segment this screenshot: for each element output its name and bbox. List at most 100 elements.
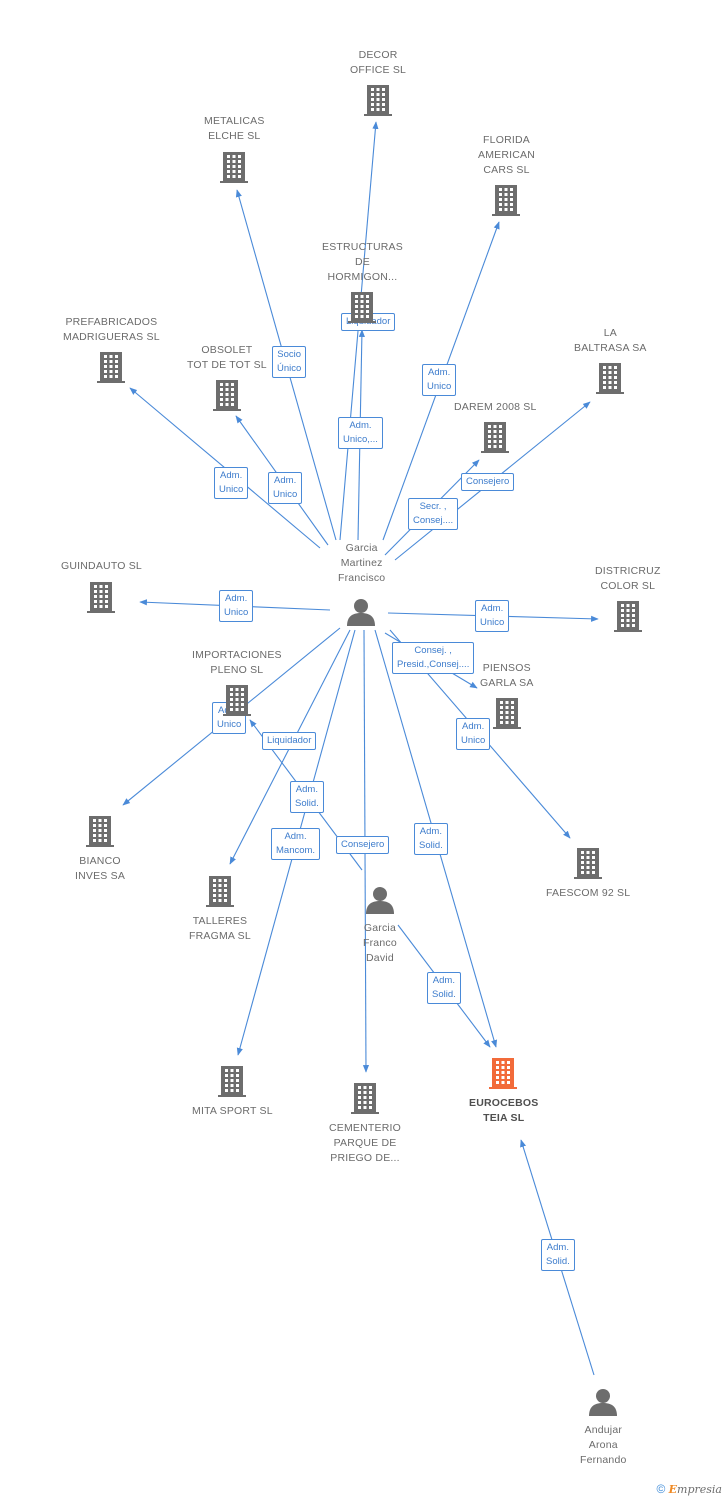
- building-icon: [574, 848, 602, 879]
- edge-label-faescom[interactable]: Adm.Unico: [456, 718, 491, 750]
- building-icon-decor[interactable]: [363, 83, 393, 117]
- person-icon-david[interactable]: [365, 885, 395, 915]
- node-label-line: IMPORTACIONES: [192, 649, 282, 661]
- node-label-line: HORMIGON...: [327, 271, 398, 283]
- edge-label-mita[interactable]: Adm.Mancom.: [271, 828, 321, 860]
- edge-label-obsolet[interactable]: Adm. Unico: [268, 472, 303, 504]
- edge-label-eurocebos[interactable]: Adm.Solid.: [414, 823, 448, 855]
- building-icon-mita[interactable]: [217, 1064, 247, 1098]
- node-label-line: Francisco: [338, 572, 386, 584]
- person-icon-francisco[interactable]: [346, 597, 376, 627]
- node-label-darem[interactable]: DAREM 2008 SL: [454, 400, 537, 415]
- person-icon-fernando[interactable]: [588, 1387, 618, 1417]
- node-label-faescom[interactable]: FAESCOM 92 SL: [546, 886, 630, 901]
- edge-label-eurocebos[interactable]: Adm.Solid.: [541, 1239, 575, 1271]
- node-label-guindauto[interactable]: GUINDAUTO SL: [61, 559, 142, 574]
- building-icon-florida[interactable]: [491, 183, 521, 217]
- edge-label-districruz[interactable]: Adm.Unico: [475, 600, 510, 632]
- empresia-logo[interactable]: Empresia: [669, 1483, 722, 1496]
- edge-label-darem[interactable]: Consejero: [461, 473, 515, 491]
- edge-label-line: Unico: [217, 719, 242, 730]
- edge-label-eurocebos[interactable]: Adm.Solid.: [427, 972, 461, 1004]
- edge-label-importaciones[interactable]: Liquidador: [262, 732, 317, 750]
- node-label-line: TOT DE TOT SL: [187, 359, 267, 371]
- edge-label-florida[interactable]: Adm.Unico: [422, 364, 457, 396]
- building-icon: [97, 352, 125, 383]
- edge-label-line: Unico: [273, 489, 298, 500]
- edge-label-line: Consej....: [413, 515, 454, 526]
- edge-label-cementerio[interactable]: Consejero: [336, 836, 390, 854]
- node-label-line: ELCHE SL: [208, 130, 261, 142]
- node-label-line: LA: [603, 327, 617, 339]
- node-label-line: GARLA SA: [480, 677, 534, 689]
- edge-label-estructuras[interactable]: Adm.Unico,...: [338, 417, 383, 449]
- building-icon-obsolet[interactable]: [212, 378, 242, 412]
- node-label-line: Martinez: [340, 557, 383, 569]
- node-label-line: DAREM 2008 SL: [454, 401, 537, 413]
- node-label-line: METALICAS: [204, 115, 265, 127]
- edge-label-line: Unico: [461, 735, 486, 746]
- edge-label-labaltrasa[interactable]: Secr. ,Consej....: [408, 498, 459, 530]
- node-label-line: DISTRICRUZ: [595, 565, 661, 577]
- building-icon: [223, 685, 251, 716]
- node-label-line: OFFICE SL: [350, 64, 407, 76]
- building-icon-guindauto[interactable]: [86, 580, 116, 614]
- building-icon-labaltrasa[interactable]: [595, 361, 625, 395]
- building-icon: [489, 1058, 517, 1089]
- building-icon-talleres[interactable]: [205, 874, 235, 908]
- edge-label-line: Liquidador: [267, 735, 312, 746]
- building-icon-importaciones[interactable]: [222, 683, 252, 717]
- edge-francisco-to-decor: [339, 121, 379, 541]
- building-icon-bianco[interactable]: [85, 814, 115, 848]
- building-icon-eurocebos[interactable]: [488, 1056, 518, 1090]
- node-label-line: PREFABRICADOS: [65, 316, 158, 328]
- building-icon-districruz[interactable]: [613, 599, 643, 633]
- edge-label-piensos[interactable]: Consej. ,Presid.,Consej....: [392, 642, 475, 674]
- node-label-mita[interactable]: MITA SPORT SL: [192, 1104, 273, 1119]
- building-icon: [206, 876, 234, 907]
- building-icon-faescom[interactable]: [573, 846, 603, 880]
- edge-label-line: Adm.: [220, 470, 243, 481]
- building-icon-estructuras[interactable]: [347, 290, 377, 324]
- edge-label-line: Adm.: [274, 475, 297, 486]
- node-label-line: PARQUE DE: [333, 1137, 397, 1149]
- node-label-line: PRIEGO DE...: [330, 1152, 400, 1164]
- edge-label-guindauto[interactable]: Adm.Unico: [219, 590, 254, 622]
- building-icon: [218, 1066, 246, 1097]
- edge-label-prefabricados[interactable]: Adm.Unico: [214, 467, 249, 499]
- building-icon: [481, 422, 509, 453]
- node-label-line: FAESCOM 92 SL: [546, 887, 631, 899]
- building-icon-prefabricados[interactable]: [96, 350, 126, 384]
- edge-label-talleres[interactable]: Adm.Solid.: [290, 781, 324, 813]
- edge-label-line: Unico: [427, 381, 452, 392]
- building-icon: [596, 363, 624, 394]
- building-icon: [351, 1083, 379, 1114]
- building-icon: [86, 816, 114, 847]
- edge-label-line: Unico: [224, 607, 249, 618]
- node-label-metalicas[interactable]: METALICAS ELCHE SL: [204, 114, 265, 144]
- node-label-line: TALLERES: [192, 915, 248, 927]
- building-icon-darem[interactable]: [480, 420, 510, 454]
- building-icon-metalicas[interactable]: [219, 150, 249, 184]
- node-label-line: CARS SL: [483, 164, 530, 176]
- building-icon-cementerio[interactable]: [350, 1081, 380, 1115]
- building-icon-piensos[interactable]: [492, 696, 522, 730]
